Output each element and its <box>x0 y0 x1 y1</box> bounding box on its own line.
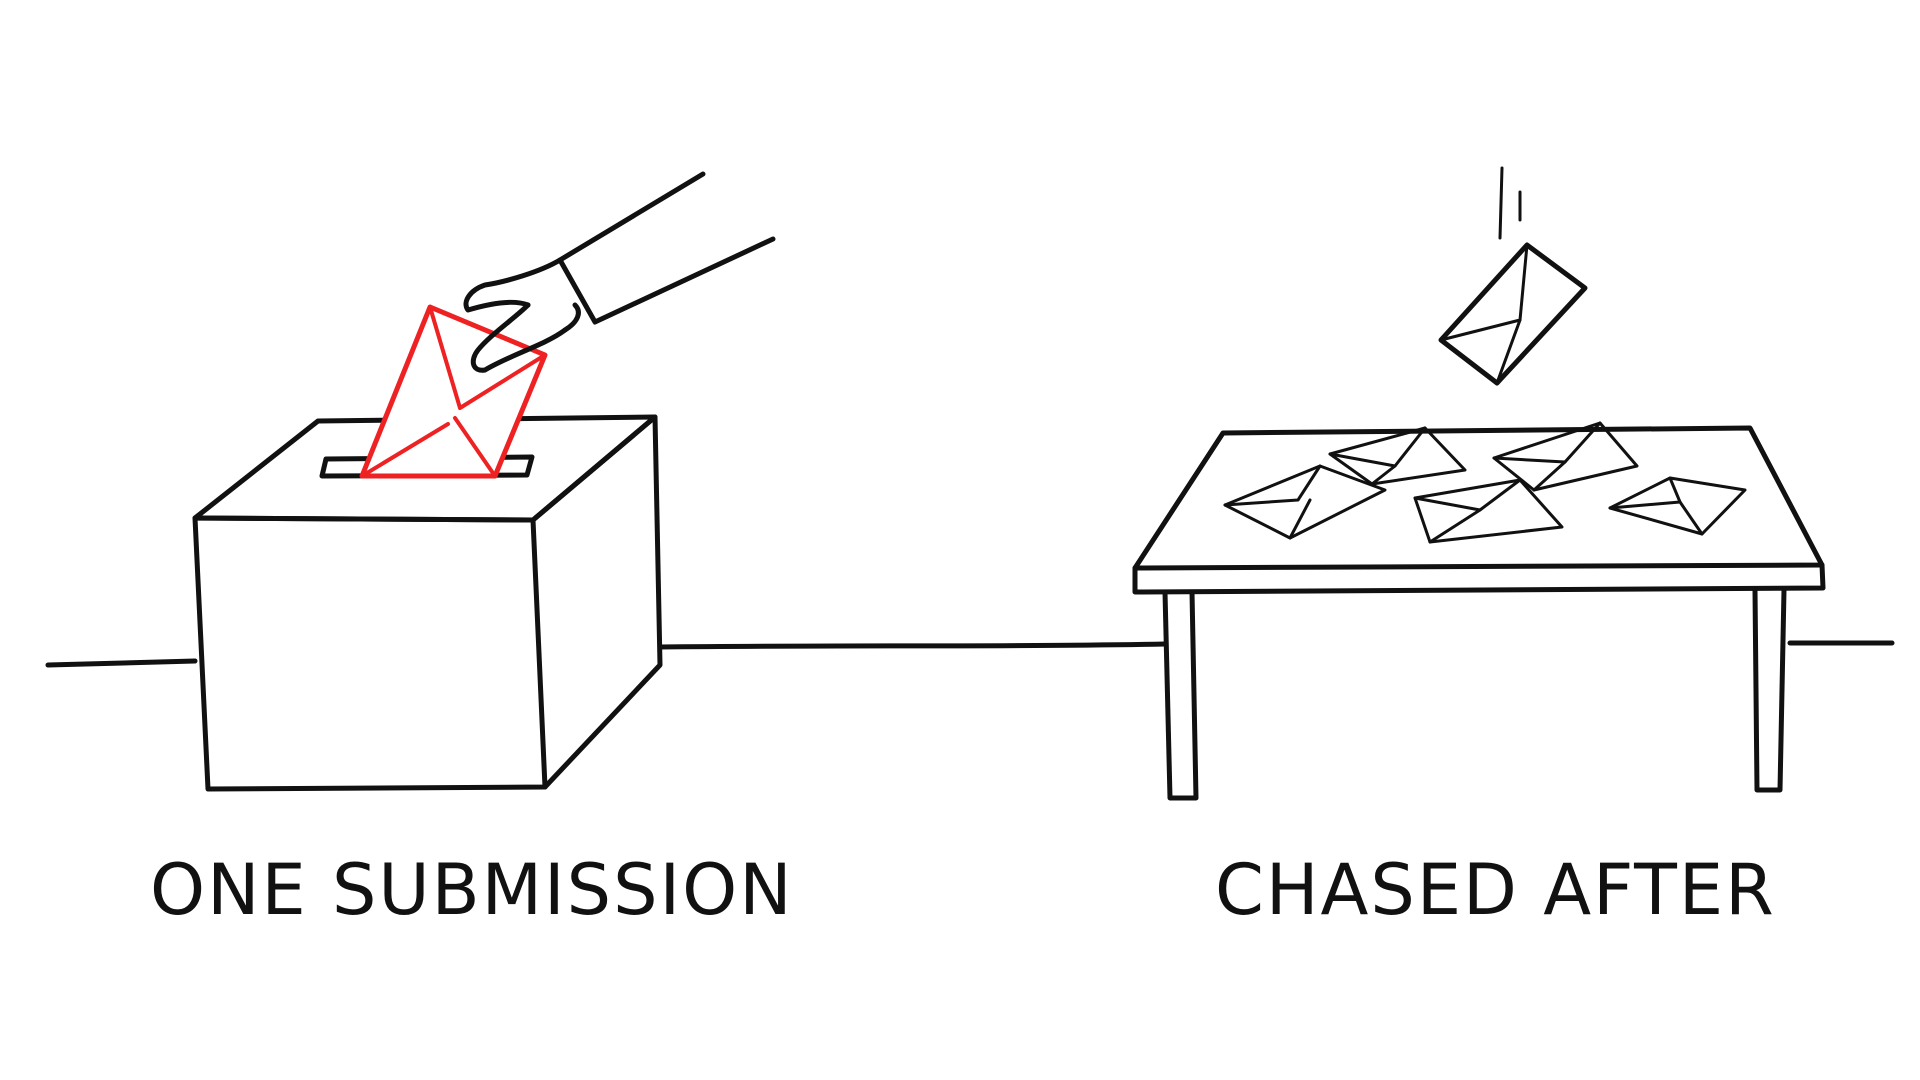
caption-chased-after: CHASED AFTER <box>1215 849 1776 931</box>
envelope-icon <box>359 304 548 479</box>
envelope-icon <box>1328 426 1467 486</box>
table-icon <box>1132 425 1826 801</box>
caption-one-submission: ONE SUBMISSION <box>150 849 794 931</box>
ground-line <box>45 640 1895 668</box>
envelope-icon <box>1413 478 1564 544</box>
envelope-icon <box>1223 464 1387 540</box>
table-envelopes <box>1223 421 1747 544</box>
envelope-icon <box>1608 476 1747 536</box>
falling-envelope-icon <box>1438 166 1588 386</box>
hand-icon <box>463 171 776 373</box>
